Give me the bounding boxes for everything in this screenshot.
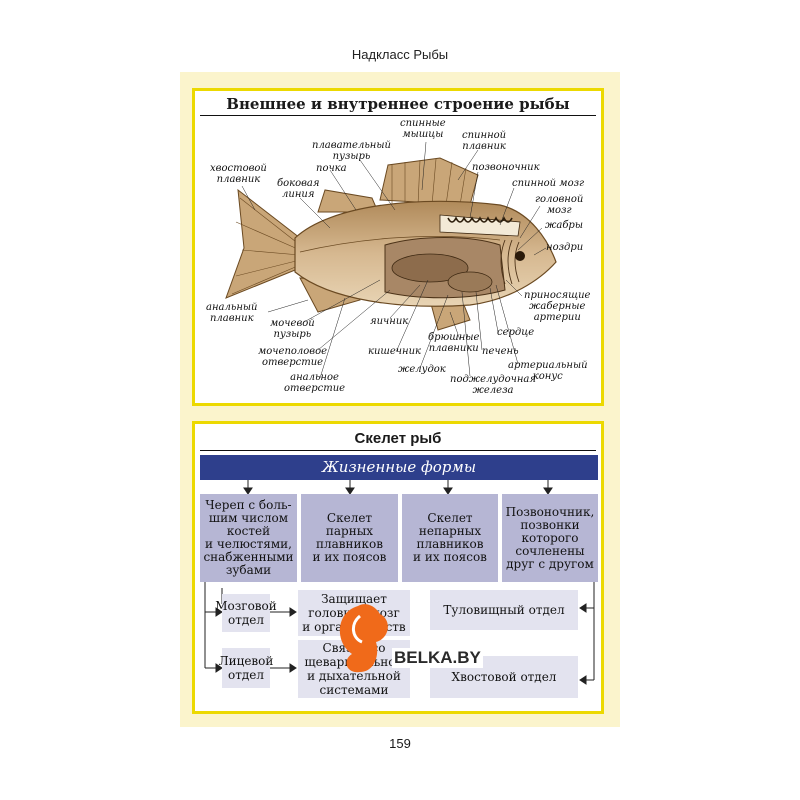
label-pelvic-fins: брюшные плавники xyxy=(428,332,480,354)
column-unpaired-fins: Скелет непарных плавников и их поясов xyxy=(402,494,498,582)
title-underline xyxy=(200,115,596,116)
column-spine-text: Позвоночник, позвонки которого сочленены… xyxy=(505,504,595,571)
label-arterial-cone: артериальный конус xyxy=(508,360,588,382)
life-forms-bar: Жизненные формы xyxy=(200,455,598,480)
brain-section-text: Мозговой отдел xyxy=(215,599,277,627)
tail-section: Хвостовой отдел xyxy=(430,656,578,698)
tail-section-text: Хвостовой отдел xyxy=(451,670,557,684)
label-pancreas: поджелудочная железа xyxy=(450,374,537,396)
column-paired-fins-text: Скелет парных плавников и их поясов xyxy=(312,511,387,564)
label-dorsal-muscles: спинные мышцы xyxy=(400,118,446,140)
face-section-text: Лицевой отдел xyxy=(218,654,274,682)
label-spinal-cord: спинной мозг xyxy=(512,178,585,189)
label-anal-opening: анальное отверстие xyxy=(284,372,346,394)
label-dorsal-fin: спинной плавник xyxy=(462,130,507,152)
label-anal-fin: анальный плавник xyxy=(206,302,258,324)
column-spine: Позвоночник, позвонки которого сочленены… xyxy=(502,494,598,582)
face-section: Лицевой отдел xyxy=(219,648,273,688)
column-skull: Череп с боль- шим числом костей и челюст… xyxy=(200,494,297,582)
label-gill-arteries: приносящие жаберные артерии xyxy=(524,290,591,323)
watermark-text: BELKA.BY xyxy=(392,648,483,668)
title-underline-2 xyxy=(200,450,596,451)
label-spine: позвоночник xyxy=(472,162,540,173)
brain-section: Мозговой отдел xyxy=(215,594,277,632)
page-header: Надкласс Рыбы xyxy=(351,47,449,62)
label-urinary-bladder: мочевой пузырь xyxy=(270,318,315,340)
label-nostrils: ноздри xyxy=(546,242,584,253)
column-unpaired-fins-text: Скелет непарных плавников и их поясов xyxy=(413,511,487,564)
label-swim-bladder: плавательный пузырь xyxy=(312,140,391,162)
label-tail-fin: хвостовой плавник xyxy=(210,163,267,185)
page-number: 159 xyxy=(389,736,411,751)
fish-skeleton-title: Скелет рыб xyxy=(354,430,442,447)
label-lateral-line: боковая линия xyxy=(277,178,320,200)
label-heart: сердце xyxy=(497,327,535,338)
trunk-section: Туловищный отдел xyxy=(430,590,578,630)
label-gills: жабры xyxy=(545,220,583,231)
label-urogenital-opening: мочеполовое отверстие xyxy=(258,346,328,368)
label-ovary: яичник xyxy=(370,316,409,327)
fish-anatomy-title: Внешнее и внутреннее строение рыбы xyxy=(226,95,570,113)
label-brain: головной мозг xyxy=(535,194,584,216)
face-section-desc-text: Связан со щеварительной и дыхательной си… xyxy=(305,641,404,697)
column-paired-fins: Скелет парных плавников и их поясов xyxy=(301,494,398,582)
label-stomach: желудок xyxy=(398,364,446,375)
label-liver: печень xyxy=(482,346,519,357)
trunk-section-text: Туловищный отдел xyxy=(443,603,565,617)
label-kidney: почка xyxy=(316,163,347,174)
label-intestine: кишечник xyxy=(368,346,422,357)
column-skull-text: Череп с боль- шим числом костей и челюст… xyxy=(203,498,294,577)
tail-fin xyxy=(225,188,301,299)
